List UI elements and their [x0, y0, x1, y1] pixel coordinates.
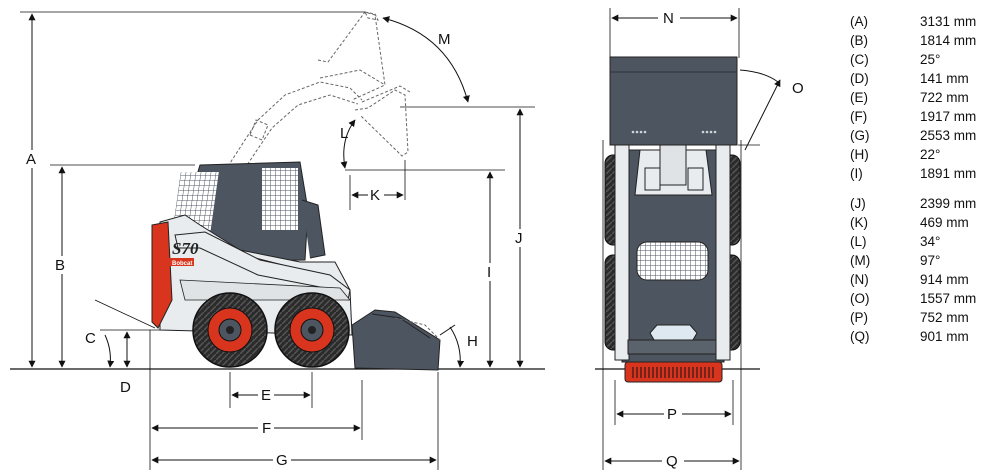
svg-text:1891 mm: 1891 mm: [920, 166, 976, 181]
svg-text:752 mm: 752 mm: [920, 310, 969, 325]
model-logo: S70: [172, 239, 199, 258]
spec-row: (G) 2553 mm: [850, 128, 976, 143]
spec-row: (O) 1557 mm: [850, 291, 976, 306]
label-d: D: [120, 379, 131, 396]
svg-text:(C): (C): [850, 52, 869, 67]
svg-text:3131 mm: 3131 mm: [920, 14, 976, 29]
label-o: O: [792, 80, 804, 97]
svg-text:1557 mm: 1557 mm: [920, 291, 976, 306]
spec-row: (A) 3131 mm: [850, 14, 976, 29]
svg-text:(O): (O): [850, 291, 870, 306]
svg-text:(Q): (Q): [850, 329, 870, 344]
svg-text:22°: 22°: [920, 147, 940, 162]
svg-text:2399 mm: 2399 mm: [920, 196, 976, 211]
spec-row: (P) 752 mm: [850, 310, 969, 325]
svg-text:(P): (P): [850, 310, 868, 325]
front-grille: [636, 241, 709, 281]
svg-text:901 mm: 901 mm: [920, 329, 969, 344]
svg-text:(I): (I): [850, 166, 863, 181]
extension-lines: [20, 11, 535, 470]
svg-text:(L): (L): [850, 234, 867, 249]
side-view-labels: A B C D E F G H I J K L M: [24, 31, 527, 469]
svg-text:(D): (D): [850, 71, 869, 86]
side-view: S70 Bobcat: [10, 11, 545, 470]
svg-text:34°: 34°: [920, 234, 940, 249]
label-q: Q: [666, 453, 678, 470]
spec-row: (I) 1891 mm: [850, 166, 976, 181]
label-j: J: [515, 230, 523, 247]
svg-text:469 mm: 469 mm: [920, 215, 969, 230]
spec-row: (E) 722 mm: [850, 90, 969, 105]
svg-text:(E): (E): [850, 90, 868, 105]
svg-text:97°: 97°: [920, 253, 940, 268]
label-c: C: [85, 330, 96, 347]
label-b: B: [55, 257, 65, 274]
svg-text:1814 mm: 1814 mm: [920, 33, 976, 48]
svg-text:(G): (G): [850, 128, 870, 143]
label-m: M: [438, 31, 451, 48]
spec-row: (L) 34°: [850, 234, 940, 249]
svg-text:914 mm: 914 mm: [920, 272, 969, 287]
label-l: L: [340, 125, 348, 142]
svg-text:(J): (J): [850, 196, 866, 211]
spec-row: (N) 914 mm: [850, 272, 969, 287]
spec-row: (C) 25°: [850, 52, 940, 67]
svg-text:141 mm: 141 mm: [920, 71, 969, 86]
brand-logo: Bobcat: [172, 261, 192, 267]
svg-text:(N): (N): [850, 272, 869, 287]
svg-text:(A): (A): [850, 14, 868, 29]
label-a: A: [26, 151, 36, 168]
spec-row: (J) 2399 mm: [850, 196, 976, 211]
front-view: N O P Q: [595, 8, 804, 470]
label-i: I: [487, 264, 491, 281]
svg-text:(M): (M): [850, 253, 870, 268]
spec-row: (M) 97°: [850, 253, 940, 268]
spec-row: (K) 469 mm: [850, 215, 969, 230]
front-tire: [274, 292, 350, 368]
svg-text:(B): (B): [850, 33, 868, 48]
rear-tire: [192, 292, 268, 368]
label-h: H: [467, 333, 478, 350]
spec-row: (F) 1917 mm: [850, 109, 976, 124]
label-p: P: [667, 406, 677, 423]
label-f: F: [262, 420, 271, 437]
svg-text:25°: 25°: [920, 52, 940, 67]
cab: [172, 161, 326, 263]
svg-text:(H): (H): [850, 147, 869, 162]
spec-row: (B) 1814 mm: [850, 33, 976, 48]
rear-panel: [151, 221, 173, 329]
svg-text:722 mm: 722 mm: [920, 90, 969, 105]
label-g: G: [276, 452, 288, 469]
svg-text:(F): (F): [850, 109, 867, 124]
svg-text:2553 mm: 2553 mm: [920, 128, 976, 143]
label-k: K: [370, 187, 380, 204]
svg-text:1917 mm: 1917 mm: [920, 109, 976, 124]
bucket: [351, 309, 441, 371]
front-bucket: [609, 56, 738, 146]
spec-row: (Q) 901 mm: [850, 329, 969, 344]
label-e: E: [261, 387, 271, 404]
label-n: N: [663, 10, 674, 27]
spec-table: (A) 3131 mm (B) 1814 mm (C) 25° (D) 141 mm (…: [850, 14, 976, 344]
spec-row: (H) 22°: [850, 147, 940, 162]
cab-mesh-right: [262, 168, 298, 230]
spec-row: (D) 141 mm: [850, 71, 969, 86]
svg-text:(K): (K): [850, 215, 868, 230]
